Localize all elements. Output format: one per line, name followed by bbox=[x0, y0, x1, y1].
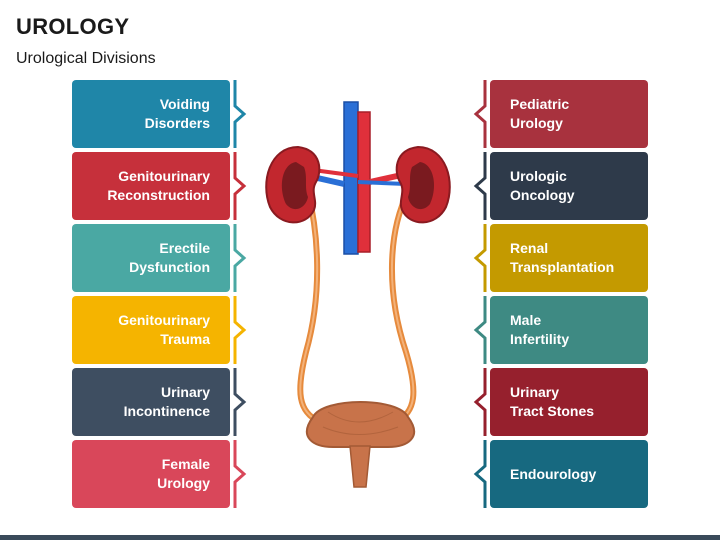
connector-right bbox=[473, 296, 487, 364]
division-label: Urologic Oncology bbox=[510, 168, 575, 203]
division-box-erectile-dysfunction: Erectile Dysfunction bbox=[72, 224, 230, 292]
page-title: UROLOGY bbox=[16, 14, 130, 39]
division-box-urologic-oncology: Urologic Oncology bbox=[490, 152, 648, 220]
connector-right bbox=[473, 80, 487, 148]
connector-right bbox=[473, 152, 487, 220]
division-label: Erectile Dysfunction bbox=[129, 240, 210, 275]
urethra-icon bbox=[349, 445, 371, 488]
connector-left bbox=[233, 80, 247, 148]
division-box-male-infertility: Male Infertility bbox=[490, 296, 648, 364]
division-box-genitourinary-reconstruction: Genitourinary Reconstruction bbox=[72, 152, 230, 220]
right-ureter-icon bbox=[390, 191, 415, 423]
division-box-urinary-tract-stones: Urinary Tract Stones bbox=[490, 368, 648, 436]
connector-left bbox=[233, 440, 247, 508]
left-ureter-icon bbox=[299, 191, 321, 423]
vena-cava-icon bbox=[343, 101, 359, 255]
connector-left bbox=[233, 224, 247, 292]
division-box-pediatric-urology: Pediatric Urology bbox=[490, 80, 648, 148]
division-label: Female Urology bbox=[157, 456, 210, 491]
footer-bar bbox=[0, 535, 720, 540]
division-label: Urinary Tract Stones bbox=[510, 384, 595, 419]
division-label: Renal Transplantation bbox=[510, 240, 615, 275]
division-label: Genitourinary Reconstruction bbox=[107, 168, 210, 203]
division-box-voiding-disorders: Voiding Disorders bbox=[72, 80, 230, 148]
division-box-urinary-incontinence: Urinary Incontinence bbox=[72, 368, 230, 436]
connector-right bbox=[473, 440, 487, 508]
connector-left bbox=[233, 152, 247, 220]
connector-left bbox=[233, 296, 247, 364]
division-label: Male Infertility bbox=[510, 312, 570, 347]
division-box-genitourinary-trauma: Genitourinary Trauma bbox=[72, 296, 230, 364]
connector-right bbox=[473, 224, 487, 292]
division-box-renal-transplantation: Renal Transplantation bbox=[490, 224, 648, 292]
left-ureter-icon bbox=[297, 189, 323, 425]
division-label: Urinary Incontinence bbox=[123, 384, 210, 419]
urinary-system-illustration bbox=[265, 101, 451, 488]
division-box-endourology: Endourology bbox=[490, 440, 648, 508]
connector-left bbox=[233, 368, 247, 436]
division-label: Voiding Disorders bbox=[144, 96, 210, 131]
bladder-icon bbox=[305, 401, 416, 448]
division-box-female-urology: Female Urology bbox=[72, 440, 230, 508]
page-subtitle: Urological Divisions bbox=[16, 50, 156, 67]
division-label: Endourology bbox=[510, 465, 597, 482]
division-label: Pediatric Urology bbox=[510, 96, 570, 131]
connector-right bbox=[473, 368, 487, 436]
division-label: Genitourinary Trauma bbox=[118, 312, 210, 347]
